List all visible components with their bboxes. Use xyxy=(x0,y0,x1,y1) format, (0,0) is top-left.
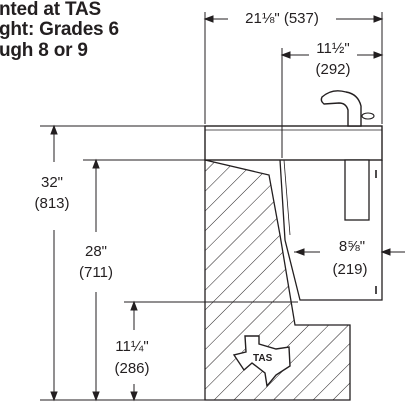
rim-height-mm: (711) xyxy=(79,264,113,281)
knee-depth-inches: 8⅝" xyxy=(338,238,366,255)
overall-height-inches: 32" xyxy=(40,174,64,191)
control-box xyxy=(344,159,370,221)
tas-logo-text: TAS xyxy=(253,353,273,364)
overall-height-mm: (813) xyxy=(34,195,70,212)
fountain-top xyxy=(204,125,383,161)
knee-depth-mm: (219) xyxy=(332,261,368,278)
dimension-lines xyxy=(40,12,405,402)
bubbler-spout xyxy=(320,90,375,127)
knee-height-inches: 11¼" xyxy=(115,338,149,355)
tas-texas-logo: TAS xyxy=(232,335,291,388)
caption-line-2: ght: Grades 6 xyxy=(0,19,119,40)
spout-offset-mm: (292) xyxy=(315,61,351,78)
wall-hatched-section xyxy=(204,159,351,401)
rim-height-inches: 28" xyxy=(84,243,108,260)
caption-line-1: nted at TAS xyxy=(0,0,101,20)
caption-line-3: ugh 8 or 9 xyxy=(0,40,88,61)
overall-depth-label: 21⅛" (537) xyxy=(242,11,322,26)
spout-offset-inches: 11½" xyxy=(316,40,350,57)
fountain-body xyxy=(279,159,383,301)
knee-height-mm: (286) xyxy=(114,360,150,377)
